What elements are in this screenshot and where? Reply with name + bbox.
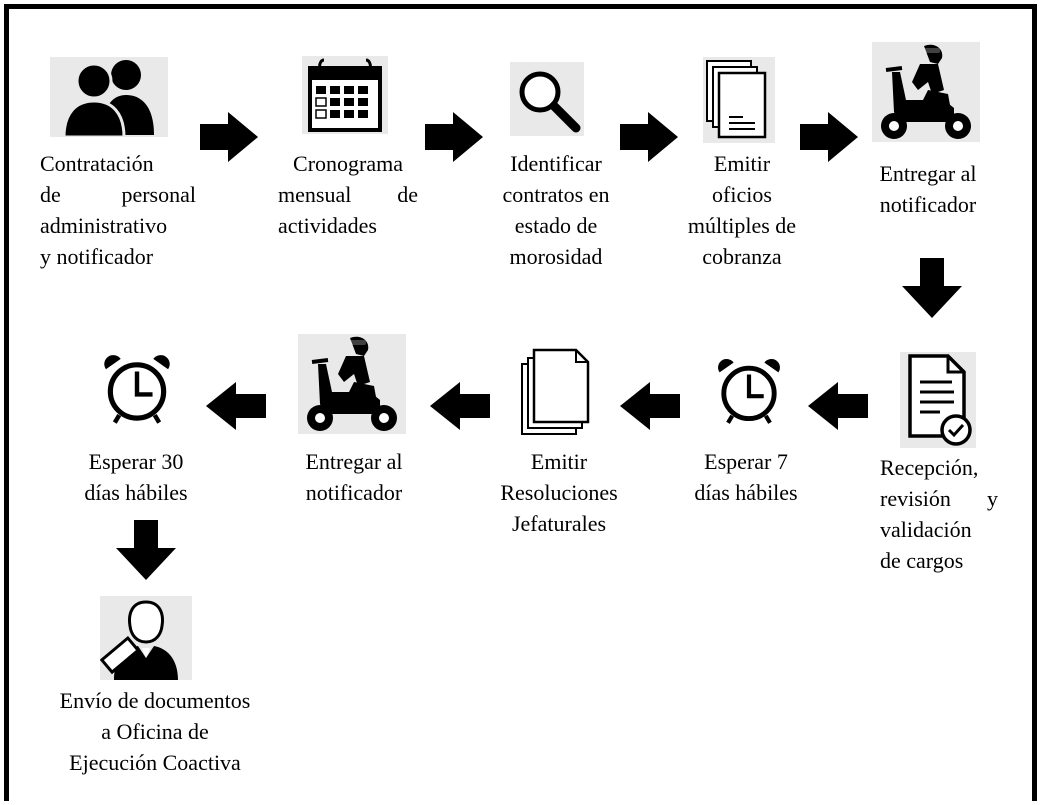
arrow-left-1 xyxy=(808,382,868,430)
arrow-right-2 xyxy=(425,112,483,162)
step-label-7: Esperar 7 días hábiles xyxy=(694,449,798,505)
arrow-right-4 xyxy=(800,112,858,162)
step-label-4: Emitir oficios múltiples de cobranza xyxy=(687,151,797,269)
arrow-right-3 xyxy=(620,112,678,162)
step-label-1: Contratación de personal administrativo … xyxy=(40,151,196,269)
step-label-9: Entregar al notificador xyxy=(305,449,403,505)
step-label-8: Emitir Resoluciones Jefaturales xyxy=(500,449,618,536)
document-check-icon xyxy=(900,352,976,448)
arrow-down-1 xyxy=(902,258,962,318)
step-label-5: Entregar al notificador xyxy=(879,161,977,217)
step-label-6: Recepción, revisión y validación de carg… xyxy=(880,455,998,573)
step-label-3: Identificar contratos en estado de moros… xyxy=(502,151,610,269)
people-icon xyxy=(50,57,168,137)
arrow-left-2 xyxy=(620,382,680,430)
magnifier-icon xyxy=(510,62,584,136)
alarm-clock-icon xyxy=(714,356,784,428)
step-label-10: Esperar 30 días hábiles xyxy=(84,449,188,505)
paper-stack-icon xyxy=(518,346,598,438)
calendar-icon xyxy=(302,56,388,134)
arrow-down-2 xyxy=(116,520,176,580)
motorcycle-courier-icon xyxy=(872,42,980,142)
step-label-11: Envío de documentos a Oficina de Ejecuci… xyxy=(59,688,251,775)
documents-icon xyxy=(703,57,775,143)
arrow-left-3 xyxy=(430,382,490,430)
alarm-clock-icon xyxy=(100,352,174,428)
motorcycle-courier-icon xyxy=(298,334,406,434)
judge-gavel-icon xyxy=(100,596,192,680)
step-label-2: Cronograma mensual de actividades xyxy=(278,151,418,238)
arrow-right-1 xyxy=(200,112,258,162)
diagram-frame xyxy=(4,4,1037,801)
arrow-left-4 xyxy=(206,382,266,430)
